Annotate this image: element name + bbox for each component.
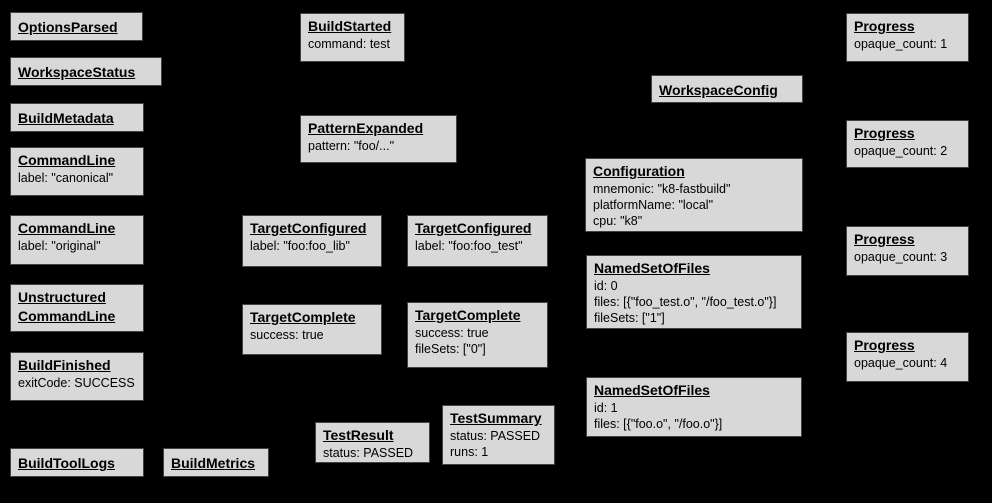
- node-body: status: PASSED: [323, 446, 414, 460]
- node-title: Unstructured CommandLine: [18, 289, 116, 324]
- node-title: NamedSetOfFiles: [594, 382, 710, 398]
- node-body: id: 1 files: [{"foo.o", "/foo.o"}]: [594, 401, 723, 431]
- node-unstructured-command-line: Unstructured CommandLine: [10, 284, 144, 332]
- node-target-configured-foo-lib: TargetConfigured label: "foo:foo_lib": [242, 215, 382, 267]
- node-pattern-expanded: PatternExpanded pattern: "foo/...": [300, 115, 457, 163]
- node-title: CommandLine: [18, 152, 116, 168]
- node-command-line-canonical: CommandLine label: "canonical": [10, 147, 144, 196]
- node-target-complete-foo-test: TargetComplete success: true fileSets: […: [407, 302, 548, 368]
- node-title: TargetComplete: [415, 307, 521, 323]
- node-title: WorkspaceConfig: [659, 82, 778, 98]
- node-workspace-status: WorkspaceStatus: [10, 57, 162, 86]
- node-body: label: "original": [18, 239, 101, 253]
- node-progress-1: Progress opaque_count: 1: [846, 13, 969, 62]
- node-title: TestResult: [323, 427, 394, 443]
- node-named-set-of-files-0: NamedSetOfFiles id: 0 files: [{"foo_test…: [586, 255, 802, 329]
- node-build-finished: BuildFinished exitCode: SUCCESS: [10, 352, 144, 401]
- node-build-metrics: BuildMetrics: [163, 448, 269, 477]
- node-body: command: test: [308, 37, 390, 51]
- node-title: TestSummary: [450, 410, 542, 426]
- node-options-parsed: OptionsParsed: [10, 12, 143, 41]
- node-title: TargetComplete: [250, 309, 356, 325]
- node-named-set-of-files-1: NamedSetOfFiles id: 1 files: [{"foo.o", …: [586, 377, 802, 437]
- node-body: status: PASSED runs: 1: [450, 429, 541, 459]
- node-target-complete-foo-lib: TargetComplete success: true: [242, 304, 382, 355]
- node-title: NamedSetOfFiles: [594, 260, 710, 276]
- node-title: Progress: [854, 18, 915, 34]
- node-build-metadata: BuildMetadata: [10, 103, 144, 132]
- node-title: Configuration: [593, 163, 685, 179]
- node-title: TargetConfigured: [250, 220, 367, 236]
- node-title: Progress: [854, 337, 915, 353]
- node-title: BuildFinished: [18, 357, 111, 373]
- node-target-configured-foo-test: TargetConfigured label: "foo:foo_test": [407, 215, 548, 267]
- node-workspace-config: WorkspaceConfig: [651, 75, 803, 103]
- node-title: WorkspaceStatus: [18, 64, 136, 80]
- node-title: BuildMetrics: [171, 455, 256, 471]
- node-title: OptionsParsed: [18, 19, 118, 35]
- node-body: opaque_count: 4: [854, 356, 948, 370]
- node-body: opaque_count: 3: [854, 250, 948, 264]
- node-progress-3: Progress opaque_count: 3: [846, 226, 969, 276]
- node-title: BuildStarted: [308, 18, 392, 34]
- node-body: success: true fileSets: ["0"]: [415, 326, 489, 356]
- node-body: pattern: "foo/...": [308, 139, 395, 153]
- node-body: opaque_count: 2: [854, 144, 948, 158]
- node-build-started: BuildStarted command: test: [300, 13, 405, 62]
- node-body: id: 0 files: [{"foo_test.o", "/foo_test.…: [594, 279, 777, 325]
- node-configuration: Configuration mnemonic: "k8-fastbuild" p…: [585, 158, 803, 232]
- node-title: BuildMetadata: [18, 110, 114, 126]
- node-body: success: true: [250, 328, 324, 342]
- node-progress-4: Progress opaque_count: 4: [846, 332, 969, 382]
- node-command-line-original: CommandLine label: "original": [10, 215, 144, 265]
- node-test-summary: TestSummary status: PASSED runs: 1: [442, 405, 555, 465]
- node-title: Progress: [854, 125, 915, 141]
- node-progress-2: Progress opaque_count: 2: [846, 120, 969, 168]
- node-title: BuildToolLogs: [18, 455, 115, 471]
- node-body: exitCode: SUCCESS: [18, 376, 135, 390]
- node-body: opaque_count: 1: [854, 37, 948, 51]
- node-build-tool-logs: BuildToolLogs: [10, 448, 144, 477]
- node-title: TargetConfigured: [415, 220, 532, 236]
- node-body: label: "foo:foo_lib": [250, 239, 350, 253]
- node-test-result: TestResult status: PASSED: [315, 422, 430, 463]
- node-title: CommandLine: [18, 220, 116, 236]
- node-title: Progress: [854, 231, 915, 247]
- node-body: label: "foo:foo_test": [415, 239, 523, 253]
- node-body: mnemonic: "k8-fastbuild" platformName: "…: [593, 182, 731, 228]
- node-body: label: "canonical": [18, 171, 114, 185]
- node-title: PatternExpanded: [308, 120, 424, 136]
